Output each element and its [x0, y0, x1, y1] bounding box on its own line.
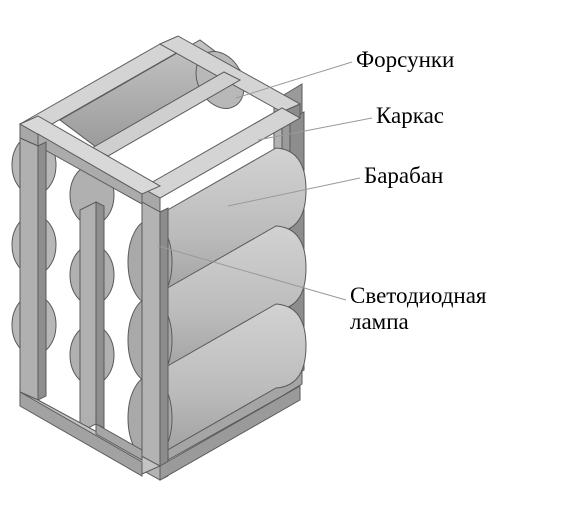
- leader-line-led: [157, 245, 347, 301]
- label-nozzles: Форсунки: [356, 47, 455, 72]
- label-led-lamp: Светодиодная лампа: [350, 283, 487, 335]
- front-frame: [19, 137, 301, 481]
- label-drum: Барабан: [364, 163, 444, 188]
- label-frame: Каркас: [376, 103, 444, 128]
- label-led-line2: лампа: [350, 309, 409, 334]
- label-led-line1: Светодиодная: [350, 283, 487, 308]
- leader-lines: [157, 61, 373, 301]
- leader-line-drum: [227, 177, 361, 207]
- leader-line-nozzles: [235, 61, 353, 99]
- leader-line-frame: [257, 117, 373, 141]
- top-frame: [18, 35, 302, 213]
